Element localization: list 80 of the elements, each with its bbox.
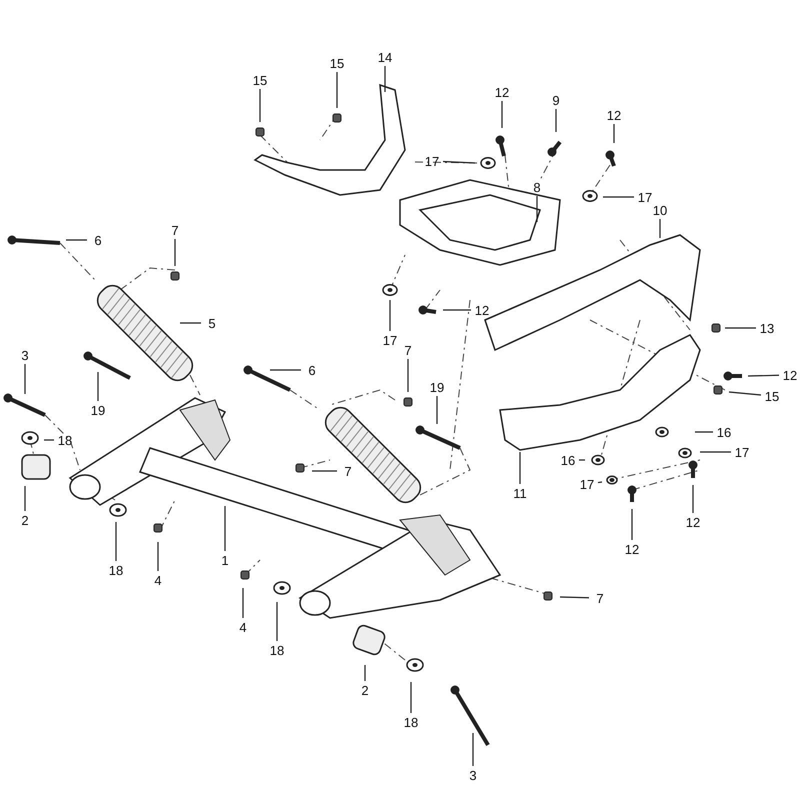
callout-number: 12	[471, 301, 493, 319]
callout-number: 2	[354, 681, 376, 699]
leader-line	[336, 72, 338, 108]
leader-line	[407, 359, 409, 392]
leader-line	[312, 470, 337, 472]
callout-number: 18	[266, 641, 288, 659]
leader-line	[472, 733, 474, 766]
callout-number: 13	[756, 319, 778, 337]
leader-line	[180, 322, 201, 324]
callout-number: 12	[621, 540, 643, 558]
callout-number: 7	[589, 589, 611, 607]
callout-number: 11	[509, 484, 531, 502]
leader-line	[501, 101, 503, 128]
callout-number: 18	[400, 713, 422, 731]
leader-line	[579, 459, 585, 461]
callout-number: 3	[14, 346, 36, 364]
callout-number: 12	[603, 106, 625, 124]
leader-line	[536, 196, 538, 222]
leader-line	[157, 542, 159, 571]
callout-number: 15	[326, 54, 348, 72]
callout-number: 4	[232, 618, 254, 636]
callout-number: 17	[576, 475, 598, 493]
leader-line	[598, 481, 602, 484]
leader-line	[270, 369, 301, 371]
leader-line	[659, 219, 661, 238]
leader-line	[24, 486, 26, 511]
leader-line	[603, 196, 634, 198]
callout-number: 19	[426, 378, 448, 396]
callout-number: 12	[779, 366, 800, 384]
leader-line	[748, 374, 780, 377]
callout-number: 6	[301, 361, 323, 379]
leader-line	[44, 439, 54, 441]
leader-line	[631, 509, 633, 540]
leader-line	[700, 451, 731, 453]
callout-number: 9	[545, 91, 567, 109]
leader-line	[24, 364, 26, 394]
leader-line	[442, 160, 476, 164]
callout-number: 2	[14, 511, 36, 529]
callout-number: 1	[214, 551, 236, 569]
callout-number: 5	[201, 314, 223, 332]
callout-number: 15	[761, 387, 783, 405]
leader-line	[389, 300, 391, 331]
leader-line	[560, 596, 590, 598]
callout-number: 18	[105, 561, 127, 579]
callout-number: 17	[421, 152, 443, 170]
leader-line	[695, 431, 713, 433]
callout-number: 17	[731, 443, 753, 461]
leader-line	[97, 372, 99, 401]
leader-line	[224, 506, 226, 551]
callout-number: 7	[337, 462, 359, 480]
leader-line	[725, 327, 756, 329]
leader-line	[443, 309, 471, 311]
leader-line	[613, 124, 615, 143]
callout-number: 16	[713, 423, 735, 441]
leader-line	[728, 391, 762, 396]
leader-line	[410, 682, 412, 713]
callout-number: 3	[462, 766, 484, 784]
callout-number: 14	[374, 48, 396, 66]
callout-number: 15	[249, 71, 271, 89]
leader-line	[384, 66, 386, 92]
leader-line	[555, 109, 557, 132]
leader-line	[436, 396, 438, 424]
callout-number: 4	[147, 571, 169, 589]
callout-number: 6	[87, 231, 109, 249]
leader-line	[364, 665, 366, 681]
leader-line	[692, 485, 694, 513]
leader-line	[276, 602, 278, 641]
leader-line	[66, 239, 87, 241]
callout-number: 12	[491, 83, 513, 101]
callout-number: 12	[682, 513, 704, 531]
leader-line	[242, 588, 244, 618]
callout-number: 8	[526, 178, 548, 196]
callout-number: 19	[87, 401, 109, 419]
leader-line	[115, 522, 117, 561]
callout-number: 16	[557, 451, 579, 469]
callout-number: 18	[54, 431, 76, 449]
callout-number: 7	[164, 221, 186, 239]
leader-line	[174, 239, 176, 266]
leader-line	[259, 89, 261, 122]
leader-line	[519, 452, 521, 484]
